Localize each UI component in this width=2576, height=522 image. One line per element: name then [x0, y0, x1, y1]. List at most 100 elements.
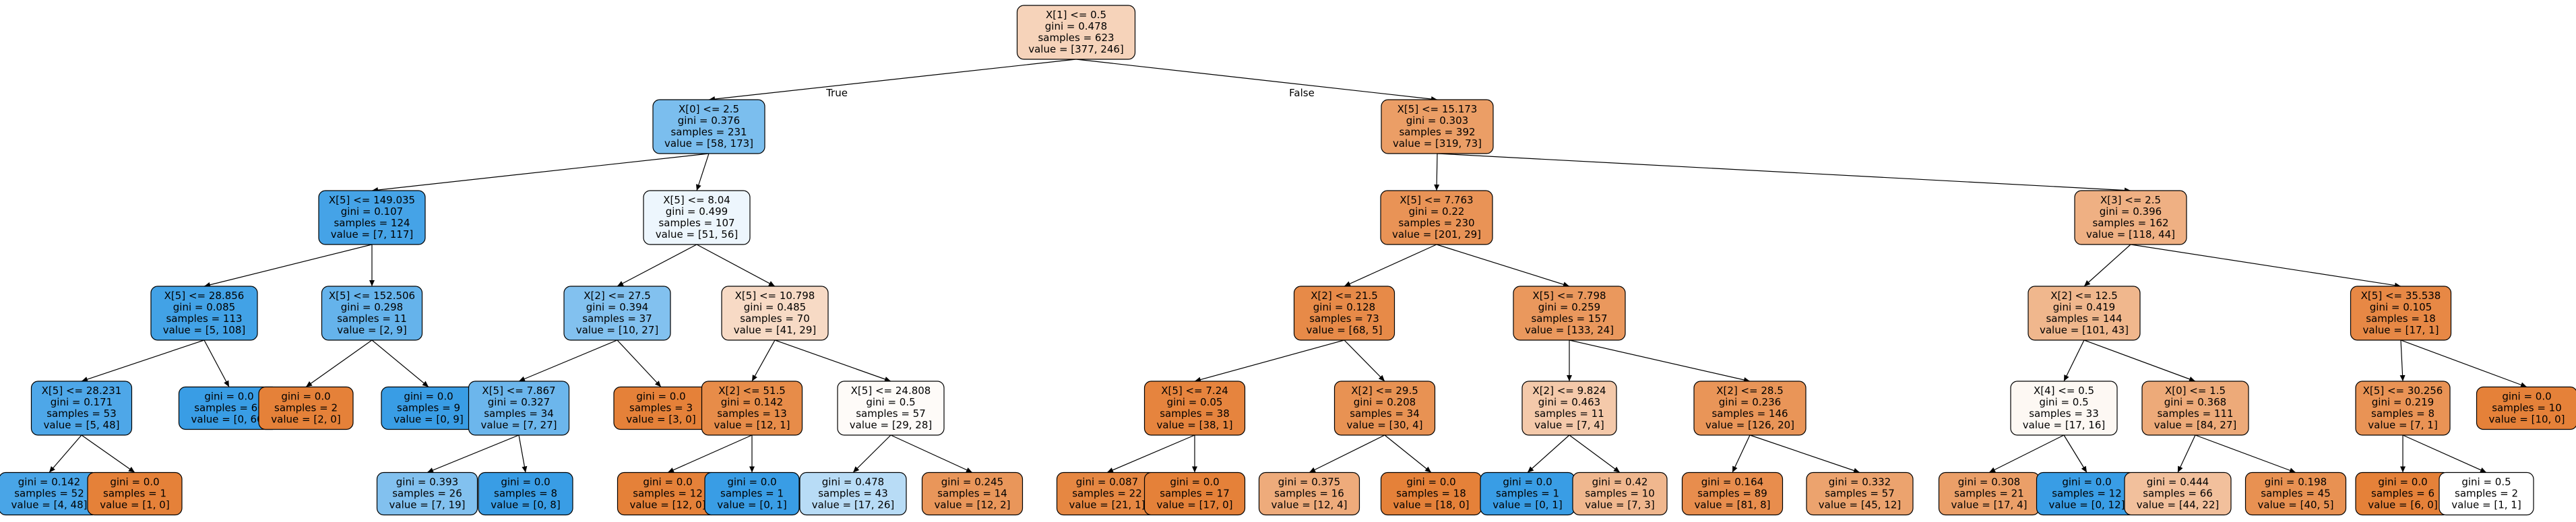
node-text-line: X[5] <= 35.538 — [2361, 290, 2441, 302]
edge-arrowhead — [1567, 375, 1572, 381]
node-text-line: value = [7, 4] — [1534, 419, 1604, 431]
node-text-line: X[5] <= 24.808 — [851, 385, 931, 397]
edge-arrowhead — [1192, 466, 1197, 473]
node-text-line: samples = 43 — [818, 488, 888, 500]
node-box — [2476, 386, 2576, 430]
node-text-line: samples = 11 — [1534, 407, 1604, 420]
node-text-line: gini = 0.219 — [2372, 396, 2434, 408]
tree-edge — [518, 434, 526, 473]
edge-arrowhead — [853, 466, 860, 473]
node-text-line: X[5] <= 28.856 — [164, 290, 245, 302]
node-text-line: gini = 0.485 — [744, 301, 806, 313]
node-text-line: samples = 52 — [14, 488, 84, 500]
node-text-line: value = [10, 27] — [576, 324, 659, 336]
edge-arrowhead — [1107, 467, 1114, 473]
node-text-line: samples = 89 — [1697, 488, 1767, 500]
node-box — [2141, 381, 2249, 436]
node-text-line: value = [5, 108] — [163, 324, 246, 336]
node-text-line: samples = 111 — [2157, 407, 2233, 420]
node-text-line: gini = 0.0 — [643, 476, 692, 488]
tree-edges — [49, 59, 2527, 474]
edge-arrowhead — [128, 467, 135, 473]
node-text-line: value = [7, 117] — [331, 228, 414, 240]
node-text-line: X[2] <= 51.5 — [718, 385, 786, 397]
node-text-line: X[5] <= 7.763 — [1400, 194, 1473, 206]
node-text-line: gini = 0.5 — [2461, 476, 2511, 488]
node-text-line: gini = 0.128 — [1313, 301, 1375, 313]
edge-arrowhead — [1528, 466, 1534, 473]
tree-edge — [1437, 153, 2131, 191]
node-text-line: X[5] <= 28.231 — [42, 385, 122, 397]
node-box — [1806, 471, 1914, 516]
node-text-line: samples = 1 — [1496, 488, 1559, 500]
edge-arrowhead — [2064, 374, 2069, 381]
node-text-line: gini = 0.0 — [1503, 476, 1552, 488]
node-text-line: gini = 0.107 — [341, 205, 403, 218]
tree-edge — [2130, 244, 2401, 287]
node-box — [150, 286, 258, 341]
node-text-line: value = [30, 4] — [1347, 419, 1423, 431]
node-box — [376, 471, 478, 516]
node-text-line: gini = 0.0 — [2378, 476, 2427, 488]
node-text-line: value = [3, 0] — [626, 414, 695, 426]
node-text-line: samples = 22 — [1072, 488, 1142, 500]
tree-edge — [2063, 339, 2085, 382]
edge-arrowhead — [519, 376, 526, 382]
node-text-line: value = [10, 0] — [2489, 414, 2565, 426]
tree-edge — [890, 434, 973, 474]
tree-edge — [1194, 339, 1345, 382]
node-box — [799, 471, 907, 516]
node-text-line: gini = 0.259 — [1538, 301, 1600, 313]
tree-edge — [1569, 339, 1751, 382]
node-text-line: gini = 0.0 — [2062, 476, 2111, 488]
node-text-line: gini = 0.0 — [281, 391, 330, 403]
node-text-line: value = [29, 28] — [850, 419, 933, 431]
node-text-line: value = [118, 44] — [2086, 228, 2175, 240]
tree-edge — [696, 153, 710, 191]
tree-edge — [2063, 434, 2087, 473]
node-text-line: gini = 0.394 — [586, 301, 648, 313]
node-box — [721, 286, 829, 341]
tree-edge — [1344, 244, 1437, 287]
node-text-line: samples = 38 — [1160, 407, 1230, 420]
tree-edge — [617, 244, 697, 287]
edge-arrowhead — [306, 381, 313, 387]
node-text-line: value = [7, 3] — [1585, 499, 1654, 511]
node-text-line: value = [7, 1] — [2368, 419, 2437, 431]
node-text-line: gini = 0.478 — [822, 476, 884, 488]
node-text-line: value = [44, 22] — [2137, 499, 2220, 511]
node-box — [1681, 471, 1784, 516]
node-text-line: X[5] <= 8.04 — [663, 194, 730, 206]
node-text-line: value = [2, 0] — [271, 414, 340, 426]
node-text-line: gini = 0.0 — [2502, 391, 2551, 403]
tree-edge — [1075, 59, 1438, 100]
node-text-line: value = [0, 12] — [2049, 499, 2125, 511]
node-text-line: samples = 37 — [582, 313, 652, 325]
node-text-line: samples = 45 — [2261, 488, 2331, 500]
node-text-line: gini = 0.368 — [2164, 396, 2226, 408]
node-text-line: value = [1, 0] — [100, 499, 169, 511]
node-box — [478, 471, 573, 516]
node-box — [30, 381, 133, 436]
tree-edge — [81, 434, 135, 473]
edge-arrowhead — [2084, 280, 2091, 286]
node-text-line: samples = 60 — [194, 402, 264, 414]
node-text-line: value = [0, 60] — [191, 414, 268, 426]
tree-edge — [696, 244, 776, 287]
node-text-line: value = [12, 1] — [714, 419, 790, 431]
node-text-line: gini = 0.393 — [396, 476, 458, 488]
edge-arrowhead — [49, 466, 55, 473]
